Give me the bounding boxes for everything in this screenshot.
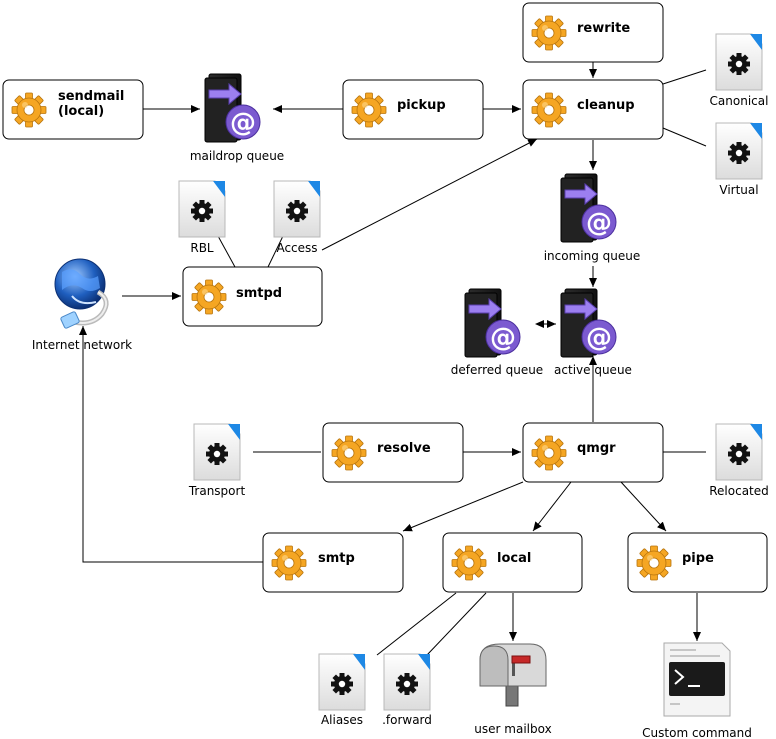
process-smtp: smtp (262, 532, 404, 593)
queue-icon (204, 73, 261, 143)
lookup-table-icon (715, 122, 763, 180)
process-sendmail: sendmail (local) (2, 79, 144, 140)
virtual-label: Virtual (719, 183, 758, 197)
connections (79, 62, 707, 656)
aliases-label: Aliases (321, 713, 363, 727)
rewrite-label: rewrite (577, 21, 630, 36)
pickup-label: pickup (397, 98, 446, 113)
queue-active: active queue (554, 288, 632, 377)
edge-smtp-internet (79, 326, 263, 563)
endpoint-user-mailbox: user mailbox (474, 643, 552, 736)
resolve-label: resolve (377, 441, 431, 456)
gear-icon (451, 545, 487, 581)
edge-cleanup-virtual (662, 127, 707, 147)
active-queue-label: active queue (554, 363, 632, 377)
process-pickup: pickup (342, 79, 484, 140)
smtpd-label: smtpd (236, 286, 282, 301)
rbl-label: RBL (190, 241, 214, 255)
gear-icon (351, 92, 387, 128)
gear-icon (271, 545, 307, 581)
queue-incoming: incoming queue (544, 173, 641, 263)
deferred-queue-label: deferred queue (451, 363, 543, 377)
gear-icon (331, 435, 367, 471)
edge-qmgr-local (532, 481, 572, 532)
incoming-queue-label: incoming queue (544, 249, 641, 263)
internet-network-label: Internet network (32, 338, 132, 352)
cleanup-label: cleanup (577, 98, 635, 113)
table-forward: .forward (382, 653, 432, 727)
edge-access-smtpd (267, 235, 284, 268)
table-aliases: Aliases (318, 653, 366, 727)
queue-icon (560, 288, 617, 358)
globe-icon (54, 258, 109, 329)
lookup-table-icon (715, 423, 763, 481)
process-smtpd: smtpd (182, 266, 323, 327)
edge-local-aliases (376, 592, 457, 656)
table-virtual: Virtual (715, 122, 763, 197)
process-rewrite: rewrite (522, 2, 664, 63)
lookup-table-icon (178, 180, 226, 238)
process-pipe: pipe (627, 532, 768, 593)
terminal-document-icon (663, 642, 731, 717)
transport-label: Transport (188, 484, 246, 498)
custom-command-label: Custom command (642, 726, 752, 739)
table-relocated: Relocated (709, 423, 769, 498)
access-label: Access (276, 241, 317, 255)
lookup-table-icon (318, 653, 366, 711)
process-local: local (442, 532, 583, 593)
lookup-table-icon (193, 423, 241, 481)
queue-icon (464, 288, 521, 358)
table-transport: Transport (188, 423, 246, 498)
process-qmgr: qmgr (522, 422, 664, 483)
mailbox-icon (479, 643, 547, 707)
gear-icon (531, 15, 567, 51)
gear-icon (531, 92, 567, 128)
user-mailbox-label: user mailbox (474, 722, 551, 736)
qmgr-label: qmgr (577, 441, 616, 456)
gear-icon (636, 545, 672, 581)
sendmail-label-line1: sendmail (58, 89, 124, 104)
relocated-label: Relocated (709, 484, 769, 498)
lookup-table-icon (383, 653, 431, 711)
edge-smtpd-cleanup (321, 138, 538, 251)
edge-local-forward (426, 592, 487, 656)
maildrop-queue-label: maildrop queue (190, 149, 284, 163)
endpoint-internet: Internet network (32, 258, 132, 352)
queue-icon (560, 173, 617, 243)
table-access: Access (273, 180, 321, 255)
pipe-label: pipe (682, 551, 714, 566)
smtp-label: smtp (318, 551, 355, 566)
table-canonical: Canonical (710, 33, 769, 108)
sendmail-label-line2: (local) (58, 104, 104, 119)
local-label: local (497, 551, 531, 566)
queue-deferred: deferred queue (451, 288, 543, 377)
queue-maildrop: maildrop queue (190, 73, 284, 163)
endpoint-custom-command: Custom command (642, 642, 752, 739)
edge-qmgr-smtp (402, 481, 524, 532)
lookup-table-icon (715, 33, 763, 91)
edge-rbl-smtpd (217, 235, 236, 268)
gear-icon (191, 279, 227, 315)
lookup-table-icon (273, 180, 321, 238)
gear-icon (11, 92, 47, 128)
gear-icon (531, 435, 567, 471)
canonical-label: Canonical (710, 94, 769, 108)
process-cleanup: cleanup (522, 79, 664, 140)
forward-label: .forward (382, 713, 432, 727)
edge-qmgr-pipe (620, 481, 667, 532)
process-resolve: resolve (322, 422, 464, 483)
table-rbl: RBL (178, 180, 226, 255)
edge-cleanup-canonical (662, 69, 707, 85)
